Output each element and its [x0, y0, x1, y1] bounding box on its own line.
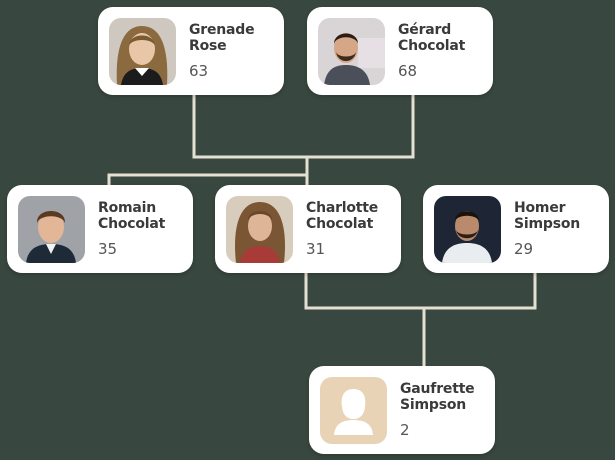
- person-name: Gaufrette Simpson: [400, 381, 490, 413]
- last-name: Chocolat: [306, 216, 374, 232]
- first-name: Gérard: [398, 22, 452, 38]
- person-name: Homer Simpson: [514, 200, 604, 232]
- age: 29: [514, 240, 534, 258]
- age: 2: [400, 421, 410, 439]
- last-name: Chocolat: [398, 38, 466, 54]
- age: 31: [306, 240, 326, 258]
- person-name: Grenade Rose: [189, 22, 279, 54]
- person-card-romain-chocolat[interactable]: Romain Chocolat 35: [7, 185, 193, 273]
- last-name: Simpson: [514, 216, 581, 232]
- person-placeholder-icon: [320, 377, 387, 444]
- last-name: Rose: [189, 38, 227, 54]
- first-name: Homer: [514, 200, 566, 216]
- last-name: Simpson: [400, 397, 467, 413]
- person-name: Romain Chocolat: [98, 200, 188, 232]
- first-name: Charlotte: [306, 200, 379, 216]
- person-name: Charlotte Chocolat: [306, 200, 396, 232]
- avatar: [18, 196, 85, 263]
- avatar: [109, 18, 176, 85]
- first-name: Gaufrette: [400, 381, 475, 397]
- age: 35: [98, 240, 118, 258]
- person-card-gaufrette-simpson[interactable]: Gaufrette Simpson 2: [309, 366, 495, 454]
- age: 63: [189, 62, 209, 80]
- person-card-charlotte-chocolat[interactable]: Charlotte Chocolat 31: [215, 185, 401, 273]
- avatar: [318, 18, 385, 85]
- age: 68: [398, 62, 418, 80]
- person-card-homer-simpson[interactable]: Homer Simpson 29: [423, 185, 609, 273]
- first-name: Grenade: [189, 22, 255, 38]
- person-card-gerard-chocolat[interactable]: Gérard Chocolat 68: [307, 7, 493, 95]
- person-card-grenade-rose[interactable]: Grenade Rose 63: [98, 7, 284, 95]
- last-name: Chocolat: [98, 216, 166, 232]
- avatar: [434, 196, 501, 263]
- first-name: Romain: [98, 200, 156, 216]
- person-name: Gérard Chocolat: [398, 22, 488, 54]
- avatar: [226, 196, 293, 263]
